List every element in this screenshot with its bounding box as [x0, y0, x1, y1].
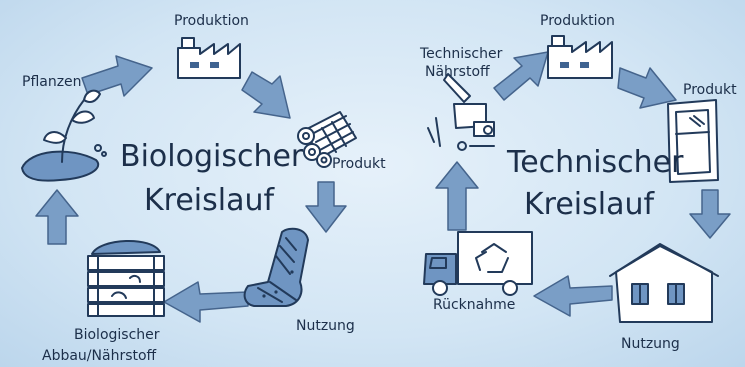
factory-icon: [177, 37, 241, 79]
plant-icon: [21, 89, 107, 182]
compost-bin-icon: [87, 240, 165, 317]
title-technical-line1: Technischer: [506, 145, 684, 180]
arrow-decomposition-to-plants: [35, 189, 79, 245]
arrow-usage-to-decomposition: [163, 281, 249, 323]
arrow-nutrient-to-production: [493, 51, 549, 101]
label-decomposition-line2: Abbau/Nährstoff: [42, 348, 157, 364]
window-frame-icon: [667, 99, 719, 183]
label-product-bio: Produkt: [332, 156, 386, 172]
label-usage-bio: Nutzung: [296, 318, 355, 334]
house-icon: [609, 243, 719, 323]
label-decomposition-line1: Biologischer: [74, 327, 160, 343]
arrow-product-to-usage: [305, 181, 347, 233]
factory-icon: [547, 35, 613, 79]
label-plants: Pflanzen: [22, 74, 82, 90]
label-nutrient-line2: Nährstoff: [425, 64, 490, 80]
arrow-takeback-to-nutrient: [435, 161, 479, 231]
label-product-tech: Produkt: [683, 82, 737, 98]
arrow-product-to-usage: [689, 189, 731, 239]
title-biological-line2: Kreislauf: [144, 183, 276, 218]
label-production-bio: Produktion: [174, 13, 249, 29]
label-nutrient-line1: Technischer: [419, 46, 503, 62]
arrow-usage-to-takeback: [533, 275, 613, 317]
fabric-roll-icon: [297, 111, 357, 168]
technical-cycle: Produktion Produkt Nutzung Rücknahme Tec…: [419, 13, 737, 352]
arrow-production-to-product: [617, 67, 677, 109]
recycling-truck-icon: [423, 231, 533, 296]
dismantled-parts-icon: [427, 73, 495, 151]
label-production-tech: Produktion: [540, 13, 615, 29]
title-biological-line1: Biologischer: [120, 139, 304, 174]
car-seat-icon: [243, 227, 309, 307]
label-usage-tech: Nutzung: [621, 336, 680, 352]
title-technical-line2: Kreislauf: [524, 187, 656, 222]
label-takeback: Rücknahme: [433, 297, 515, 313]
arrow-production-to-product: [241, 71, 291, 119]
biological-cycle: Produktion Produkt Nutzung Biologischer …: [21, 13, 386, 364]
